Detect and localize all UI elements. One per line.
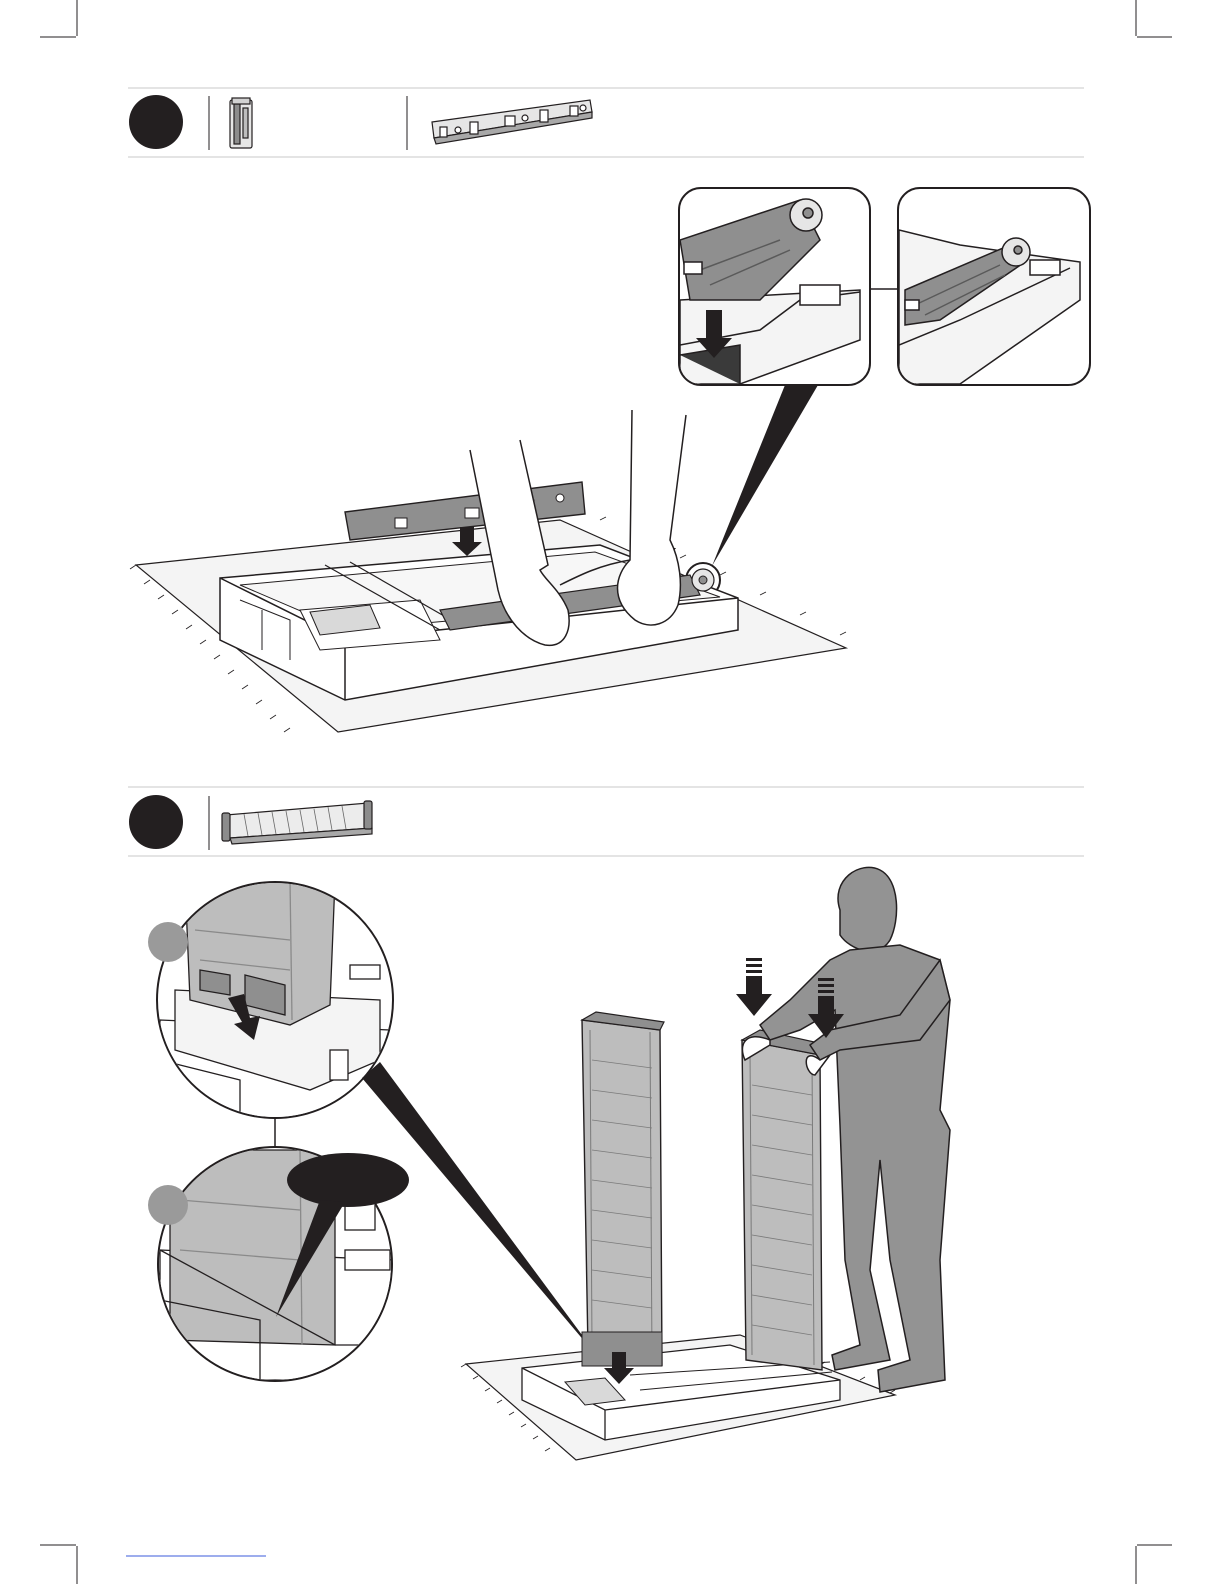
wall-panel-part	[222, 801, 372, 844]
down-arrow-icon	[736, 976, 772, 1016]
rail-beam-part	[432, 100, 592, 144]
click-sound-bubble	[287, 1153, 409, 1207]
hands-pressing-rail-into-base	[130, 410, 846, 732]
rail-alignment-detail	[679, 188, 870, 385]
detail-label-b-badge	[148, 1185, 188, 1225]
short-post-part	[230, 98, 252, 148]
detail-callout-pointer	[712, 385, 818, 566]
rail-seated-detail	[898, 188, 1090, 385]
step-2-number-badge	[129, 795, 183, 849]
step-1-header	[128, 88, 1084, 157]
detail-callout-pointer	[362, 1062, 602, 1362]
step-1-number-badge	[129, 95, 183, 149]
panel-seated-detail-b	[148, 1147, 409, 1381]
step-2-header	[128, 787, 1084, 856]
detail-label-a-badge	[148, 922, 188, 962]
panel-insertion-detail-a	[148, 880, 393, 1120]
person-pressing-wall-panels-into-base	[461, 867, 950, 1460]
